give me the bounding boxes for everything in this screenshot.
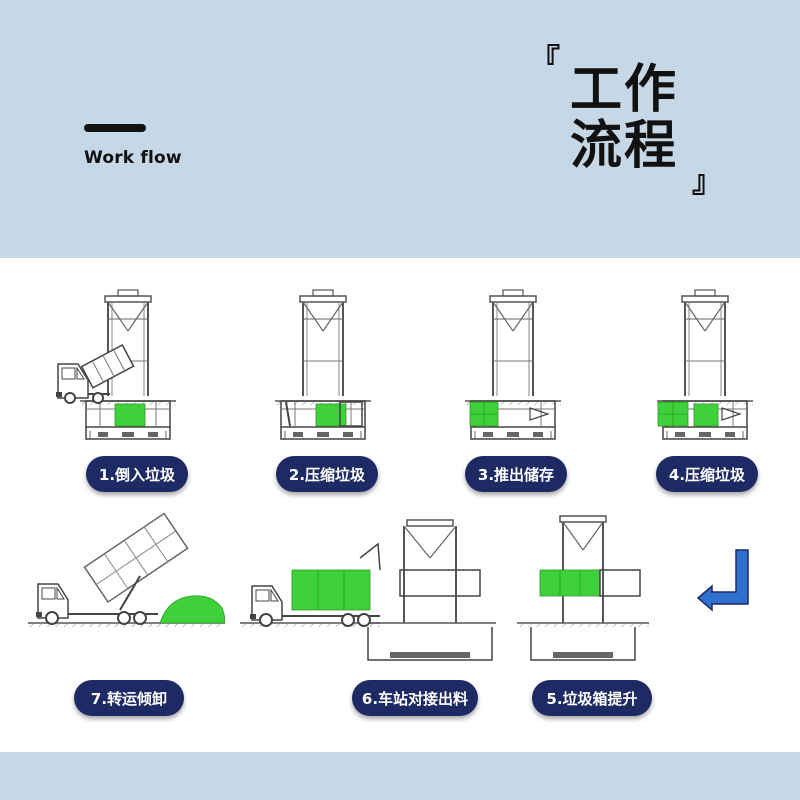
step-7-diagram (28, 512, 226, 627)
step-5-diagram (517, 515, 649, 661)
step-4-label: 4.压缩垃圾 (656, 456, 758, 492)
flow-arrow-icon (696, 549, 749, 612)
step-2-diagram (274, 289, 372, 440)
step-5-label: 5.垃圾箱提升 (532, 680, 652, 716)
bracket-close: 』 (692, 165, 722, 200)
step-7-label: 7.转运倾卸 (74, 680, 184, 716)
subtitle: Work flow (84, 148, 182, 168)
step-5-waste (539, 569, 601, 597)
page-title: 工作流程 (570, 60, 679, 176)
step-7-waste-pile (159, 595, 226, 624)
step-6-diagram (240, 519, 496, 661)
bracket-open: 『 (530, 43, 560, 78)
step-4-waste-right (693, 403, 719, 427)
footer-band (0, 752, 800, 800)
step-3-label: 3.推出储存 (465, 456, 567, 492)
step-6-waste (291, 569, 371, 611)
step-1-label: 1.倒入垃圾 (86, 456, 188, 492)
workflow-panel (0, 258, 800, 752)
step-3-diagram (464, 289, 562, 440)
step-6-label: 6.车站对接出料 (352, 680, 478, 716)
step-4-diagram (656, 289, 754, 440)
workflow-diagram (28, 289, 754, 661)
step-2-label: 2.压缩垃圾 (276, 456, 378, 492)
step-2-waste (315, 403, 347, 427)
title-dash (84, 124, 146, 132)
step-1-waste (114, 403, 146, 427)
step-1-diagram (55, 289, 177, 440)
